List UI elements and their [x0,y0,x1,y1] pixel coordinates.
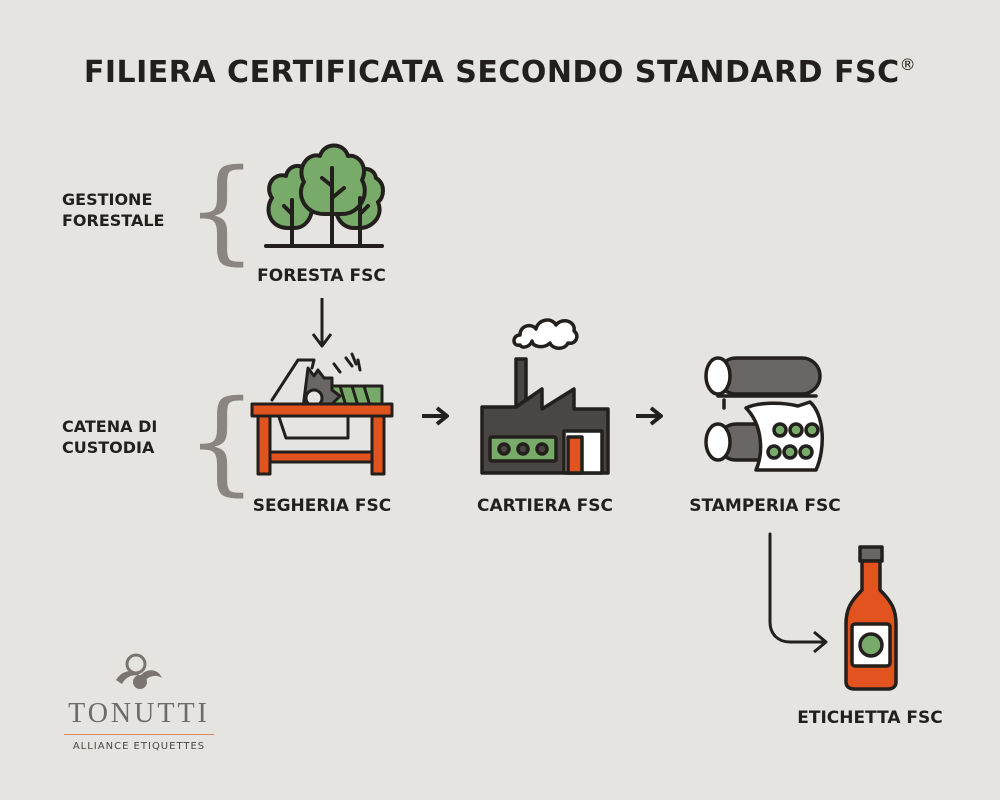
tonutti-logo-icon [116,653,162,689]
labeled-bottle-icon [844,545,898,691]
node-label-foresta: FORESTA FSC [257,266,386,286]
arrow-down-icon [311,298,333,348]
stage-label-line: GESTIONE [62,190,153,209]
arrow-right-icon [422,406,449,426]
printing-press-rollers-icon [704,356,824,472]
stage-label-gestione-forestale: GESTIONE FORESTALE [62,189,164,231]
node-label-etichetta: ETICHETTA FSC [797,708,943,728]
logo-tagline: ALLIANCE ETIQUETTES [72,741,206,752]
forest-trees-icon [264,143,385,248]
registered-mark: ® [899,55,917,74]
sawmill-icon [250,352,394,476]
logo-divider [64,734,214,735]
stage-label-line: CATENA DI [62,417,158,436]
brace-catena: { [186,377,258,507]
node-label-cartiera: CARTIERA FSC [477,496,613,516]
stage-label-line: CUSTODIA [62,438,155,457]
node-label-stamperia: STAMPERIA FSC [689,496,841,516]
stage-label-catena-custodia: CATENA DI CUSTODIA [62,416,157,458]
page-title: FILIERA CERTIFICATA SECONDO STANDARD FSC… [0,55,1000,90]
brace-gestione: { [186,146,258,276]
arrow-right-icon [636,406,663,426]
paper-mill-factory-icon [480,318,610,475]
curved-arrow-icon [768,532,828,654]
logo-brand-name: TONUTTI [68,698,210,729]
node-label-segheria: SEGHERIA FSC [252,496,392,516]
stage-label-line: FORESTALE [62,211,165,230]
title-text: FILIERA CERTIFICATA SECONDO STANDARD FSC [83,55,900,90]
